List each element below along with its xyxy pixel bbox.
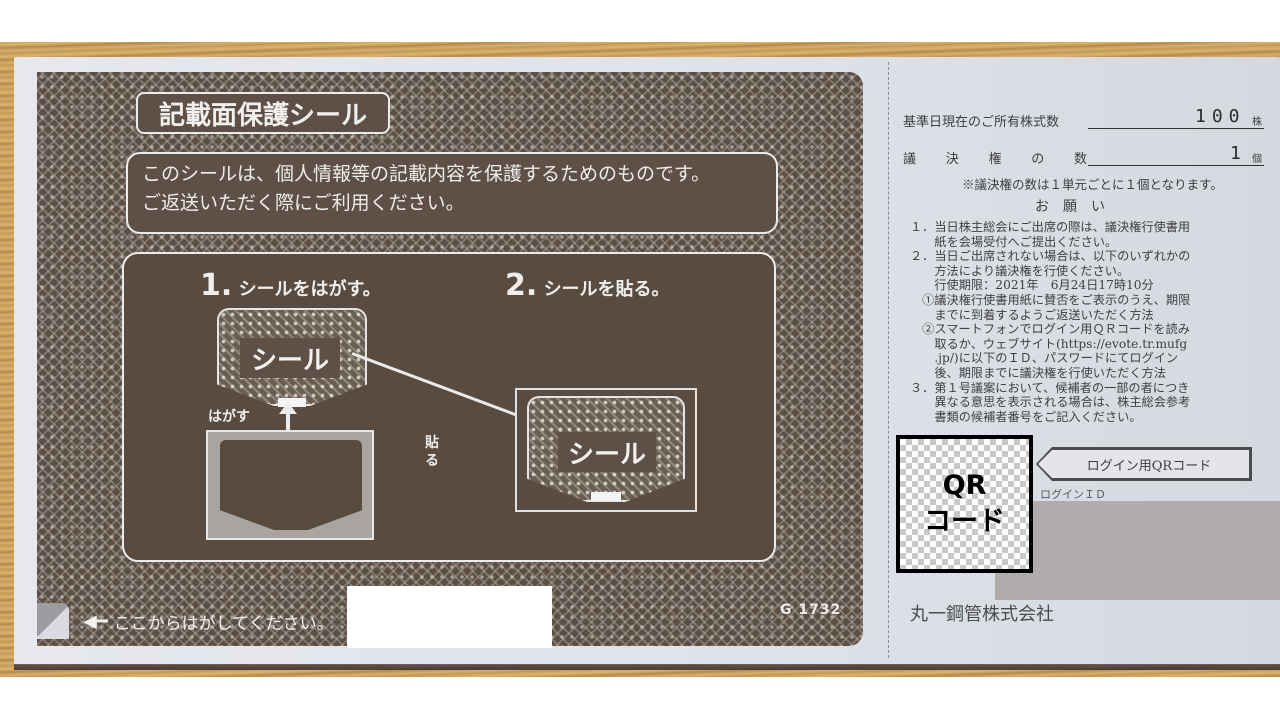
note-line: １．当日株主総会にご出席の際は、議決権行使書用 bbox=[910, 220, 1191, 234]
peel-here-instruction[interactable]: ◀━ ここからはがしてください。 bbox=[37, 596, 347, 646]
qr-code-placeholder[interactable]: QR コード bbox=[896, 435, 1033, 573]
seal-title-box: 記載面保護シール bbox=[136, 92, 390, 134]
shares-unit: 株 bbox=[1252, 117, 1262, 128]
note-line: ２．当日ご出席されない場合は、以下のいずれかの bbox=[910, 249, 1191, 264]
description-line: このシールは、個人情報等の記載内容を保護するためのものです。 bbox=[142, 163, 711, 185]
note-line: 取るか、ウェブサイト(https://evote.tr.mufg bbox=[910, 336, 1188, 351]
votes-unit: 個 bbox=[1252, 154, 1262, 165]
note-line: ３．第１号議案において、候補者の一部の者につき bbox=[910, 380, 1190, 395]
note-line: ②スマートフォンでログイン用ＱＲコードを読み bbox=[910, 322, 1190, 337]
attach-label: 貼 る bbox=[425, 435, 439, 469]
sticker-tab bbox=[591, 492, 621, 501]
peel-label: はがす bbox=[208, 409, 250, 425]
qr-tag-label: ログイン用QRコード bbox=[1086, 458, 1212, 474]
company-name: 丸一鋼管株式会社 bbox=[910, 604, 1054, 625]
left-arrow-icon: ◀━ bbox=[83, 610, 108, 632]
sticker-label-box: シール bbox=[240, 338, 340, 378]
note-line: 後、期限までに議決権を行使いただく方法 bbox=[910, 365, 1166, 380]
note-line: 異なる意思を表示される場合は、株主総会参考 bbox=[910, 395, 1191, 410]
note-line: .jp/)に以下のＩＤ、パスワードにてログイン bbox=[910, 351, 1179, 366]
qr-tag: ログイン用QRコード bbox=[1038, 449, 1250, 479]
note-line: 行使期限：2021年 6月24日17時10分 bbox=[910, 278, 1154, 293]
note-line: 書類の候補者番号をご記入ください。 bbox=[910, 409, 1142, 424]
seal-description-box: このシールは、個人情報等の記載内容を保護するためのものです。 ご返送いただく際に… bbox=[126, 152, 778, 234]
redacted-area bbox=[347, 586, 552, 648]
votes-underline bbox=[1088, 165, 1264, 166]
instructions-list: １．当日株主総会にご出席の際は、議決権行使書用 紙を会場受付へご提出ください。 … bbox=[910, 220, 1270, 424]
peel-corner-tab[interactable] bbox=[37, 603, 69, 639]
peel-instruction-text: ここからはがしてください。 bbox=[113, 613, 334, 634]
note-line: までに到着するようご返送いただく方法 bbox=[910, 307, 1154, 322]
note-line: 方法により議決権を行使ください。 bbox=[910, 263, 1130, 278]
request-heading: お 願 い bbox=[1035, 199, 1105, 215]
votes-value: 1 bbox=[1230, 143, 1247, 164]
description-line: ご返送いただく際にご利用ください。 bbox=[142, 192, 465, 214]
note-line: 紙を会場受付へご提出ください。 bbox=[910, 234, 1118, 249]
sticker-label-box: シール bbox=[558, 432, 656, 472]
serial-number: G 1732 bbox=[780, 602, 842, 618]
shares-label: 基準日現在のご所有株式数 bbox=[903, 115, 1060, 130]
shares-underline bbox=[1088, 128, 1264, 129]
paper-edge-shadow bbox=[14, 664, 1280, 670]
redacted-credentials bbox=[995, 501, 1280, 600]
step-1-label: 1. シールをはがす。 bbox=[200, 268, 381, 303]
votes-note: ※議決権の数は１単元ごとに１個となります。 bbox=[962, 177, 1223, 192]
seal-title: 記載面保護シール bbox=[158, 100, 367, 131]
peel-base-illustration bbox=[206, 430, 374, 540]
perforation-line bbox=[888, 62, 889, 658]
votes-label: 議 決 権 の 数 bbox=[903, 152, 1087, 167]
peel-base-inner bbox=[220, 440, 362, 530]
login-id-label: ログインＩＤ bbox=[1040, 488, 1106, 501]
step-2-label: 2. シールを貼る。 bbox=[505, 268, 670, 303]
note-line: ①議決権行使書用紙に賛否をご表示のうえ、期限 bbox=[910, 292, 1191, 307]
shares-value: 100 bbox=[1195, 106, 1246, 127]
